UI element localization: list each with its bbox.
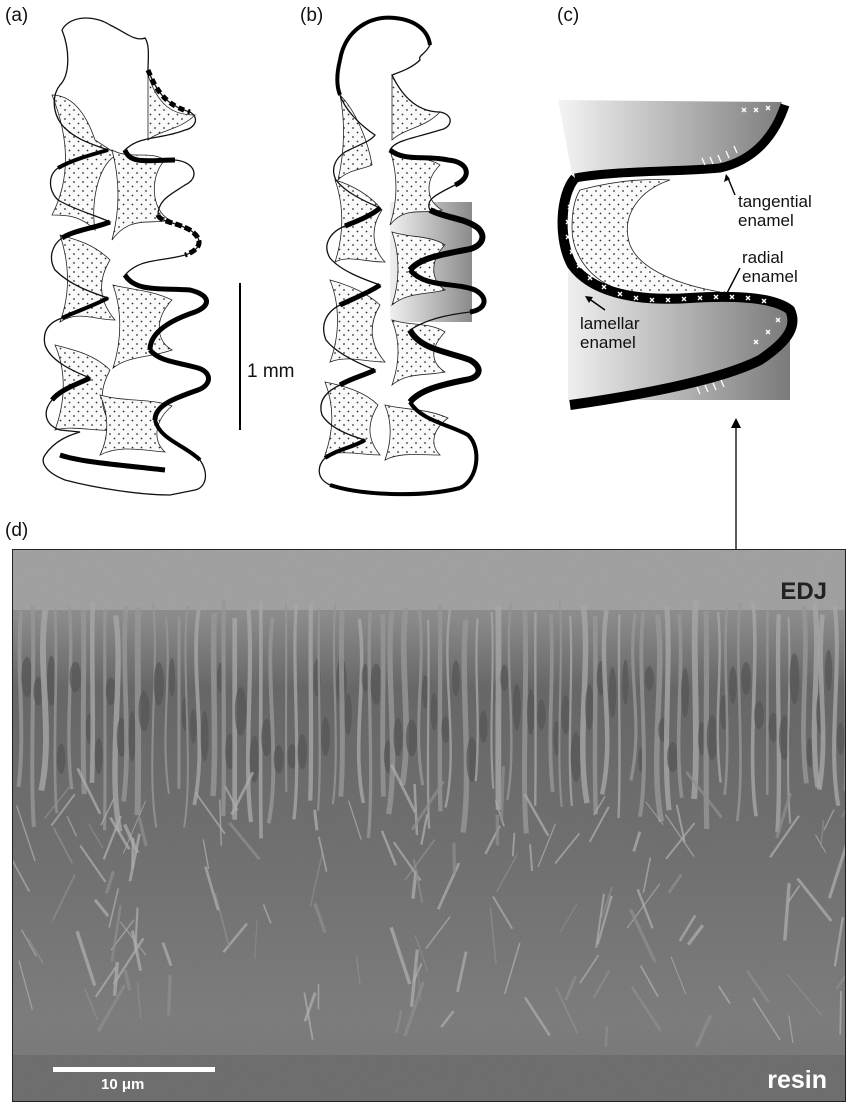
scale-bar-label: 1 mm bbox=[247, 362, 295, 381]
tooth-diagrams bbox=[0, 0, 848, 550]
tooth-outline-a bbox=[43, 18, 208, 495]
edj-label: EDJ bbox=[780, 578, 827, 606]
dentine-b-2 bbox=[338, 95, 372, 180]
radial-label-line1: radial bbox=[742, 248, 784, 267]
sem-scale-bar bbox=[53, 1067, 215, 1072]
tangential-label-line2: enamel bbox=[738, 211, 794, 230]
dentine-b-9 bbox=[385, 405, 448, 460]
lamellar-label-line2: enamel bbox=[580, 333, 636, 352]
tangential-label-line1: tangential bbox=[738, 192, 812, 211]
sem-scale-label: 10 μm bbox=[101, 1076, 144, 1093]
dentine-a-3 bbox=[112, 150, 170, 240]
resin-label: resin bbox=[767, 1066, 827, 1095]
tooth-outline-b bbox=[319, 18, 484, 495]
sem-micrograph: EDJ resin 10 μm bbox=[12, 549, 846, 1102]
lamellar-label-line1: lamellar bbox=[580, 314, 640, 333]
sem-texture bbox=[13, 550, 846, 1102]
dentine-a-1 bbox=[52, 95, 118, 230]
radial-label-line2: enamel bbox=[742, 267, 798, 286]
dentine-b-1 bbox=[392, 75, 440, 140]
dentine-b-6 bbox=[330, 280, 385, 362]
